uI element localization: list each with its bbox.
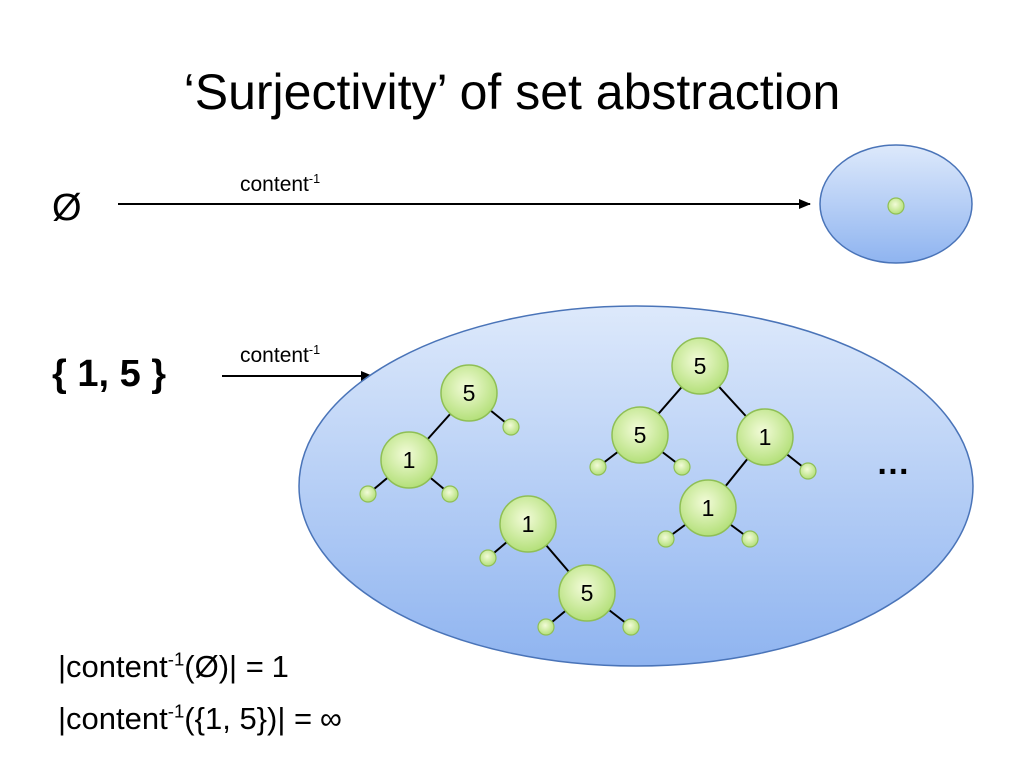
tree-node bbox=[380, 431, 438, 489]
tree-1: 5 1 bbox=[359, 364, 520, 503]
tree-node bbox=[499, 495, 557, 553]
tree-node-value: 5 bbox=[463, 380, 476, 406]
tree-leaf bbox=[589, 458, 607, 476]
tree-node-value: 5 bbox=[581, 580, 594, 606]
tree-leaf bbox=[479, 549, 497, 567]
empty-tree-leaf bbox=[887, 197, 905, 215]
tree-node-value: 1 bbox=[403, 447, 416, 473]
tree-leaf bbox=[441, 485, 459, 503]
tree-node-value: 5 bbox=[634, 422, 647, 448]
tree-node-value: 1 bbox=[522, 511, 535, 537]
tree-node-value: 1 bbox=[759, 424, 772, 450]
tree-leaf bbox=[799, 462, 817, 480]
formula-set-1-5: |content-1({1, 5})| =∞ bbox=[58, 700, 342, 736]
tree-2: 5 5 1 1 bbox=[589, 337, 817, 548]
tree-node-value: 1 bbox=[702, 495, 715, 521]
set-1-5-arrow-label: content-1 bbox=[240, 343, 321, 367]
empty-set-arrow-label: content-1 bbox=[240, 172, 321, 196]
formula-empty-set: |content-1(Ø)| =1 bbox=[58, 648, 289, 684]
inverse-exponent: -1 bbox=[308, 172, 321, 186]
inverse-exponent: -1 bbox=[308, 343, 321, 357]
more-trees-ellipsis: … bbox=[876, 444, 910, 482]
tree-node-value: 5 bbox=[694, 353, 707, 379]
tree-node bbox=[611, 406, 669, 464]
slide-title: ‘Surjectivity’ of set abstraction bbox=[183, 64, 841, 120]
tree-leaf bbox=[673, 458, 691, 476]
tree-node bbox=[671, 337, 729, 395]
tree-leaf bbox=[502, 418, 520, 436]
tree-leaf bbox=[741, 530, 759, 548]
tree-node bbox=[736, 408, 794, 466]
tree-leaf bbox=[359, 485, 377, 503]
set-1-5-label: { 1, 5 } bbox=[52, 353, 167, 395]
tree-node bbox=[679, 479, 737, 537]
tree-3: 1 5 bbox=[479, 495, 640, 636]
tree-node bbox=[440, 364, 498, 422]
tree-leaf bbox=[657, 530, 675, 548]
tree-leaf bbox=[622, 618, 640, 636]
tree-node bbox=[558, 564, 616, 622]
tree-leaf bbox=[537, 618, 555, 636]
empty-set-label: Ø bbox=[52, 187, 82, 229]
